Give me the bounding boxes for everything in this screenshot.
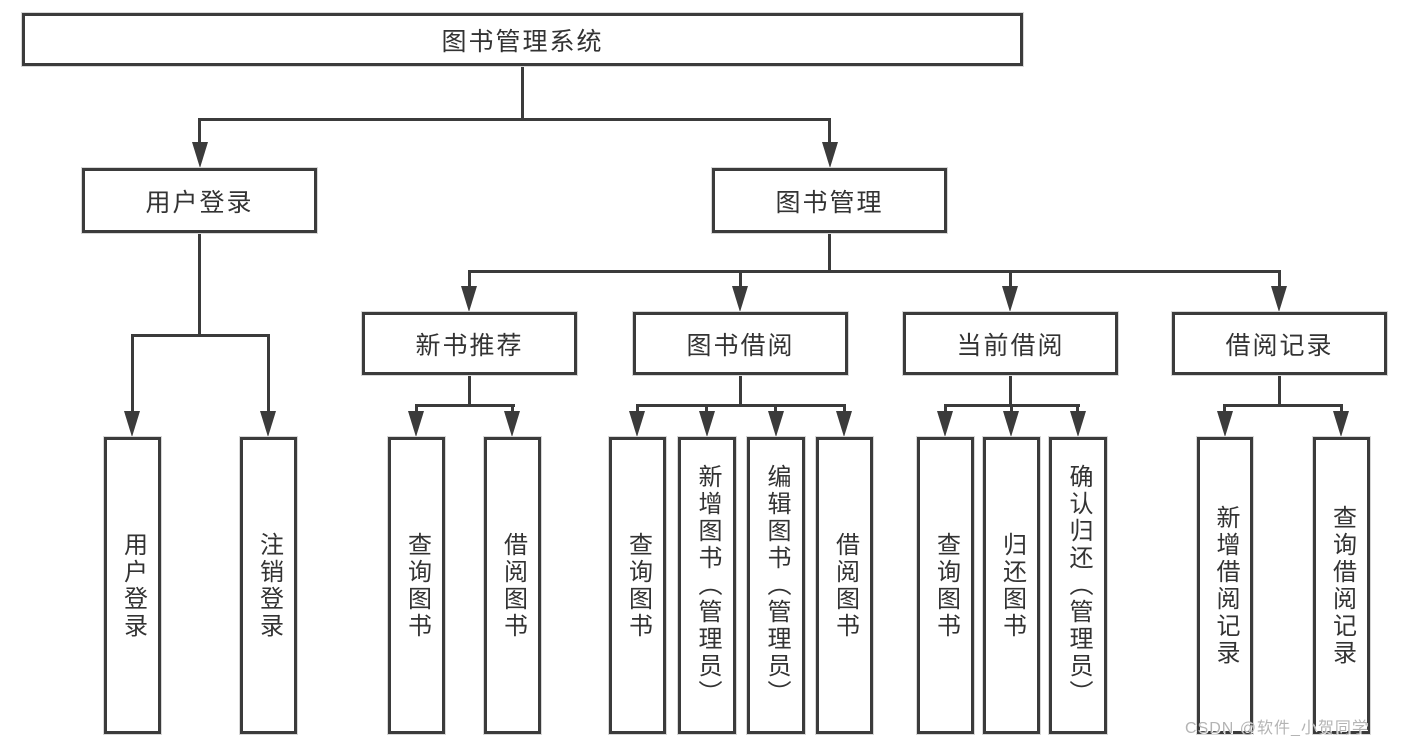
arrow-down-icon [504, 411, 520, 437]
connector-line [198, 120, 201, 146]
leaf-add-book-admin: 新增图书（管理员） [678, 437, 736, 734]
connector-line [1009, 375, 1012, 406]
connector-line [198, 233, 201, 336]
connector-line [1278, 375, 1281, 406]
arrow-down-icon [1333, 411, 1349, 437]
leaf-query-books-borrowing: 查询图书 [609, 437, 666, 734]
arrow-down-icon [192, 142, 208, 168]
connector-line [843, 406, 846, 414]
arrow-down-icon [1271, 286, 1287, 312]
connector-line [828, 233, 831, 272]
arrow-down-icon [822, 142, 838, 168]
leaf-borrow-books-recommend: 借阅图书 [484, 437, 541, 734]
arrow-down-icon [1002, 286, 1018, 312]
node-book-borrowing: 图书借阅 [633, 312, 848, 375]
connector-line [774, 406, 777, 414]
connector-line [944, 406, 947, 414]
leaf-borrow-books-borrowing: 借阅图书 [816, 437, 873, 734]
connector-line [739, 272, 742, 290]
connector-line [1076, 406, 1079, 414]
arrow-down-icon [1070, 411, 1086, 437]
arrow-down-icon [768, 411, 784, 437]
arrow-down-icon [1003, 411, 1019, 437]
leaf-user-login: 用户登录 [104, 437, 161, 734]
leaf-query-borrow-record: 查询借阅记录 [1313, 437, 1370, 734]
arrow-down-icon [836, 411, 852, 437]
arrow-down-icon [699, 411, 715, 437]
connector-line [1009, 272, 1012, 290]
connector-line [1010, 406, 1013, 414]
arrow-down-icon [260, 411, 276, 437]
node-current-borrowing: 当前借阅 [903, 312, 1118, 375]
connector-line [705, 406, 708, 414]
connector-line [131, 336, 134, 414]
connector-line [267, 336, 270, 414]
arrow-down-icon [732, 286, 748, 312]
connector-line [468, 270, 1281, 273]
connector-line [828, 120, 831, 146]
connector-line [636, 404, 846, 407]
connector-line [131, 334, 270, 337]
connector-line [415, 404, 515, 407]
node-library-management-system: 图书管理系统 [22, 13, 1023, 66]
arrow-down-icon [408, 411, 424, 437]
connector-line [511, 406, 514, 414]
leaf-edit-book-admin: 编辑图书（管理员） [747, 437, 805, 734]
connector-line [1278, 272, 1281, 290]
watermark-text: CSDN @软件_小贺同学 [1185, 720, 1369, 737]
connector-line [468, 272, 471, 290]
node-borrow-records: 借阅记录 [1172, 312, 1387, 375]
leaf-confirm-return-admin: 确认归还（管理员） [1049, 437, 1107, 734]
connector-line [1223, 406, 1226, 414]
connector-line [198, 118, 831, 121]
leaf-add-borrow-record: 新增借阅记录 [1197, 437, 1253, 734]
arrow-down-icon [124, 411, 140, 437]
arrow-down-icon [937, 411, 953, 437]
node-user-login: 用户登录 [82, 168, 317, 233]
leaf-query-books-current: 查询图书 [917, 437, 974, 734]
connector-line [636, 406, 639, 414]
leaf-query-books-recommend: 查询图书 [388, 437, 445, 734]
connector-line [415, 406, 418, 414]
arrow-down-icon [461, 286, 477, 312]
connector-line [521, 66, 524, 120]
leaf-return-books: 归还图书 [983, 437, 1040, 734]
node-new-book-recommend: 新书推荐 [362, 312, 577, 375]
connector-line [1340, 406, 1343, 414]
connector-line [1223, 404, 1343, 407]
leaf-logout: 注销登录 [240, 437, 297, 734]
node-book-management: 图书管理 [712, 168, 947, 233]
connector-line [739, 375, 742, 406]
arrow-down-icon [629, 411, 645, 437]
arrow-down-icon [1217, 411, 1233, 437]
connector-line [944, 404, 1080, 407]
connector-line [468, 375, 471, 406]
